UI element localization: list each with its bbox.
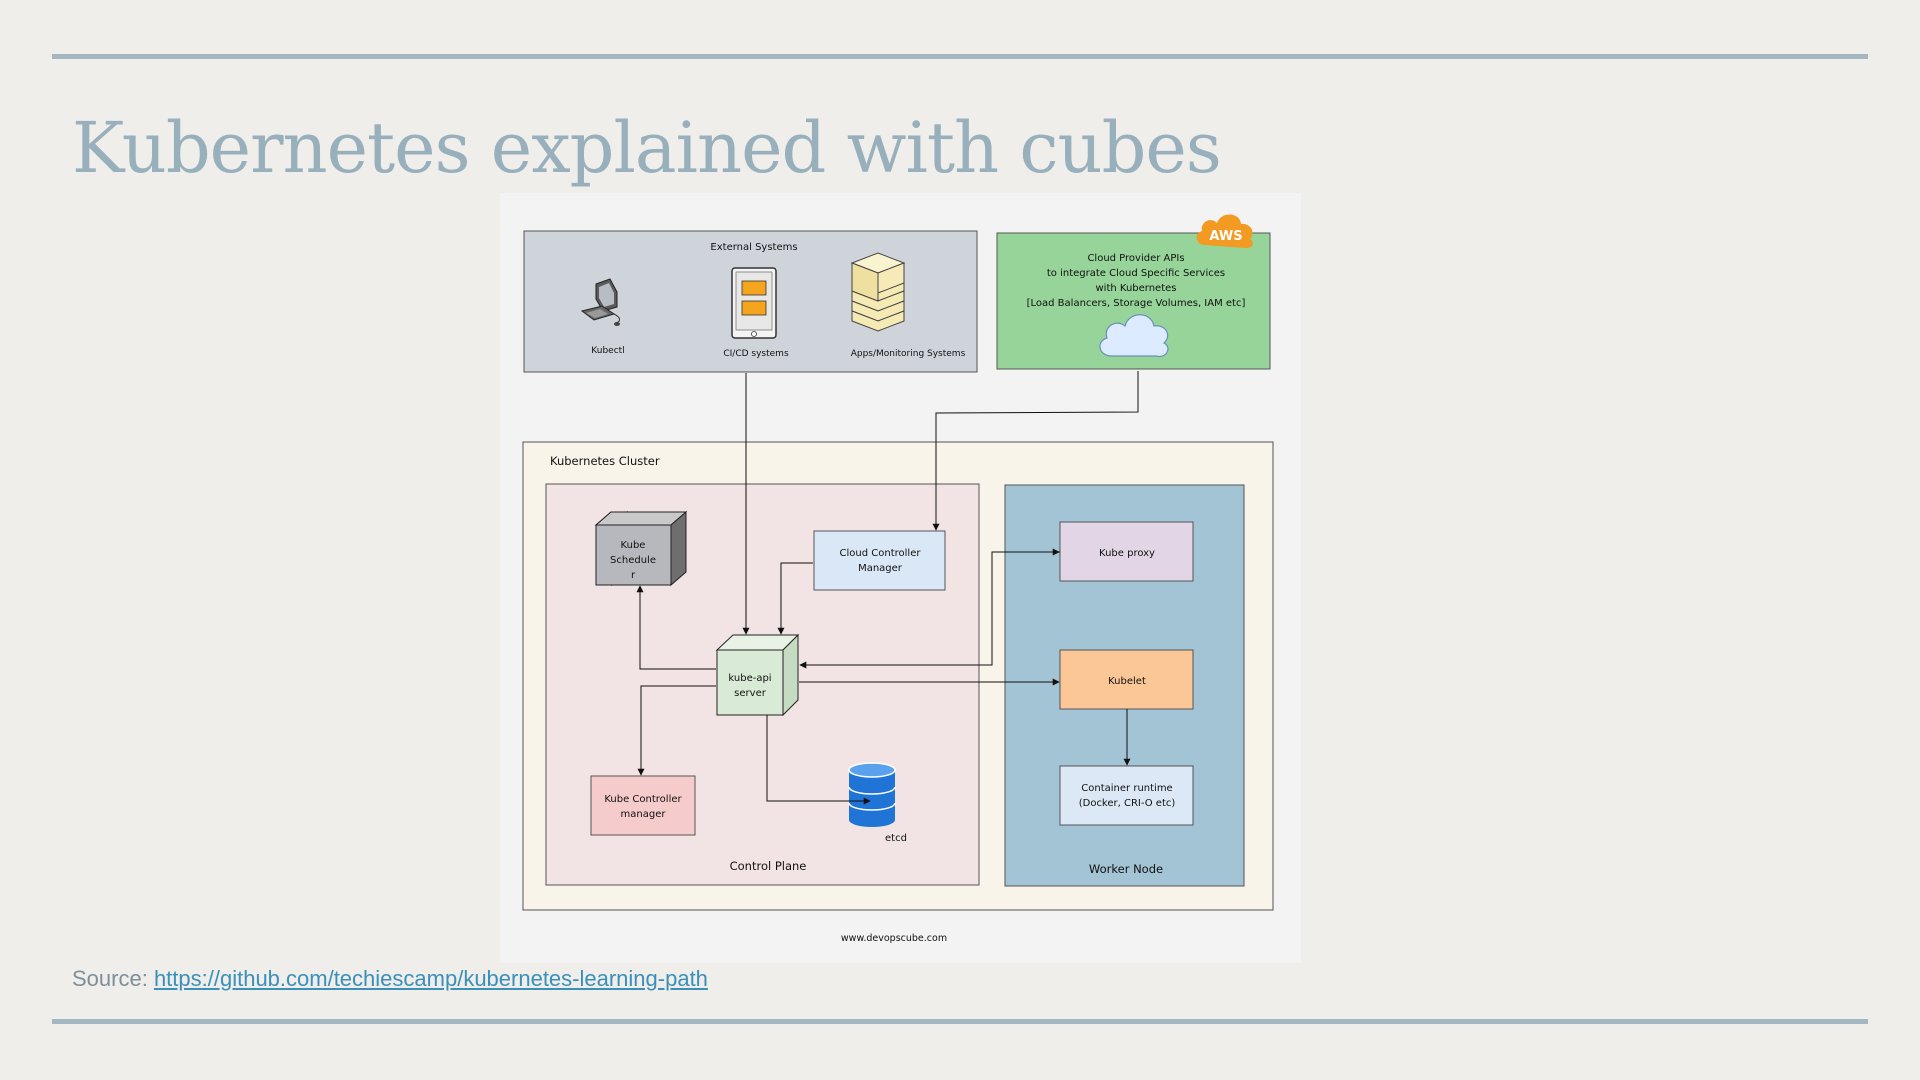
source-link[interactable]: https://github.com/techiescamp/kubernete… [153, 966, 708, 991]
diagram-footer: www.devopscube.com [841, 933, 947, 944]
computer-icon [580, 278, 621, 326]
cloud-controller-manager-box [813, 530, 946, 591]
bottom-rule [52, 1019, 1868, 1024]
external-systems-title: External Systems [710, 242, 797, 253]
server-stack-icon [850, 252, 906, 332]
worker-node-label: Worker Node [1089, 862, 1163, 876]
connector-lines [636, 371, 1139, 805]
kubelet-label: Kubelet [1108, 676, 1146, 687]
container-runtime-label-1: Container runtime [1081, 783, 1172, 794]
top-rule [52, 54, 1868, 59]
kubernetes-architecture-diagram: External Systems Kubectl CI/CD systems A… [500, 193, 1301, 963]
arrow-cloud-to-ccm [932, 371, 1139, 531]
etcd-label: etcd [885, 833, 907, 844]
kubelet-box [1059, 649, 1194, 710]
cloud-provider-line-2: to integrate Cloud Specific Services [1047, 268, 1225, 279]
aws-badge-icon: AWS [1196, 214, 1253, 249]
kube-proxy-label: Kube proxy [1099, 548, 1155, 559]
kubectl-label: Kubectl [591, 346, 624, 356]
database-icon [848, 762, 896, 827]
aws-badge-label: AWS [1209, 229, 1242, 244]
kube-scheduler-label-1: Kube [621, 540, 646, 551]
source-line: Source: https://github.com/techiescamp/k… [72, 966, 708, 992]
arrow-api-to-etcd [766, 715, 871, 805]
cloud-icon [1099, 314, 1169, 358]
kube-controller-label-1: Kube Controller [604, 794, 682, 805]
cluster-title: Kubernetes Cluster [550, 454, 660, 468]
cloud-provider-line-1: Cloud Provider APIs [1087, 253, 1184, 264]
kube-controller-label-2: manager [621, 809, 667, 820]
cloud-controller-label-1: Cloud Controller [840, 548, 922, 559]
arrow-api-to-controller [637, 685, 716, 776]
kube-proxy-box [1059, 521, 1194, 582]
cloud-controller-label-2: Manager [858, 563, 903, 574]
container-runtime-box [1059, 765, 1194, 826]
kube-scheduler-label-3: r [631, 570, 636, 581]
arrow-api-to-scheduler [636, 585, 716, 670]
tablet-icon [731, 267, 777, 339]
cloud-provider-line-3: with Kubernetes [1095, 283, 1176, 294]
kube-scheduler-front: Kube Schedule r [594, 510, 688, 587]
kube-api-server-cube: kube-api server [715, 633, 800, 717]
api-server-label-2: server [734, 688, 767, 699]
control-plane-label: Control Plane [730, 859, 807, 873]
apps-monitoring-label: Apps/Monitoring Systems [851, 349, 966, 359]
kube-scheduler-label-2: Schedule [610, 555, 656, 566]
source-label: Source: [72, 966, 154, 991]
cloud-provider-line-4: [Load Balancers, Storage Volumes, IAM et… [1027, 298, 1246, 309]
cicd-label: CI/CD systems [723, 349, 789, 359]
arrow-ccm-to-api [777, 562, 813, 635]
kube-controller-manager-box [590, 775, 696, 836]
api-server-label-1: kube-api [728, 673, 771, 684]
slide-title: Kubernetes explained with cubes [72, 107, 1222, 189]
container-runtime-label-2: (Docker, CRI-O etc) [1079, 798, 1176, 809]
